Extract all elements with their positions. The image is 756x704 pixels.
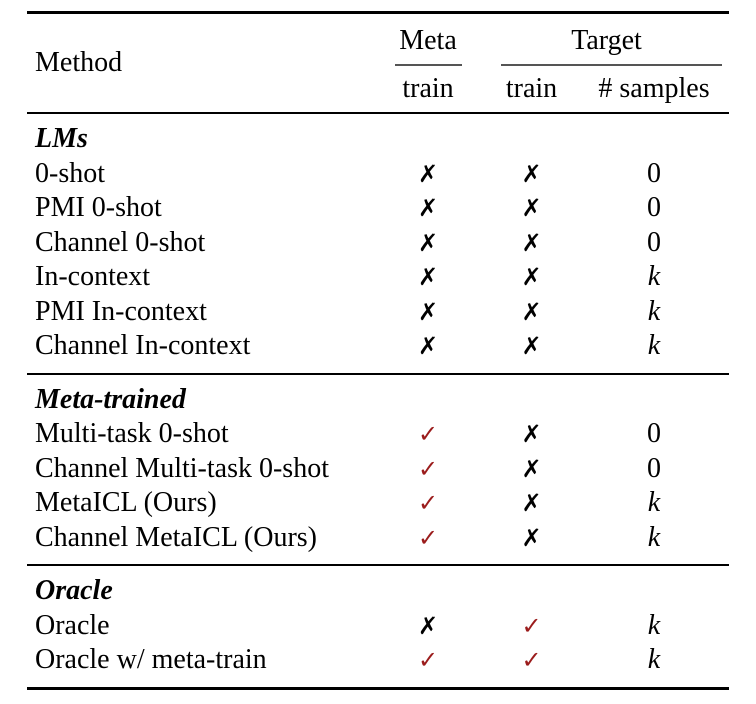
target-train-mark: ✗ <box>521 523 542 552</box>
methods-comparison-table: Method Meta Target train train # samples… <box>27 11 729 690</box>
table-row: Oracle w/ meta-train ✓ ✓ k <box>27 643 729 678</box>
section-title: LMs <box>35 123 88 154</box>
column-header-meta-train: train <box>402 73 454 104</box>
meta-train-mark: ✓ <box>417 454 439 483</box>
table-row: 0-shot ✗ ✗ 0 <box>27 157 729 192</box>
target-train-mark: ✗ <box>521 194 542 222</box>
table-row: Channel 0-shot ✗ ✗ 0 <box>27 226 729 261</box>
table-header: Method Meta Target train train # samples <box>27 14 729 114</box>
target-train-mark: ✓ <box>521 611 542 640</box>
column-group-target: Target <box>571 25 642 56</box>
table-row: PMI In-context ✗ ✗ k <box>27 295 729 330</box>
method-cell: In-context <box>35 261 151 292</box>
section-title: Meta-trained <box>35 383 186 415</box>
section-title: Oracle <box>35 575 113 606</box>
samples-cell: k <box>647 295 661 327</box>
column-header-target-samples: # samples <box>598 73 710 104</box>
method-cell: PMI 0-shot <box>35 192 162 223</box>
meta-train-mark: ✓ <box>417 523 439 552</box>
target-group-rule <box>501 64 722 66</box>
method-cell: Channel In-context <box>35 330 251 361</box>
meta-train-mark: ✗ <box>417 297 439 326</box>
target-train-mark: ✗ <box>521 263 542 291</box>
method-cell: MetaICL (Ours) <box>35 487 217 518</box>
table-row: Channel Multi-task 0-shot ✓ ✗ 0 <box>27 452 729 487</box>
method-cell: Oracle w/ meta-train <box>35 644 267 675</box>
samples-cell: 0 <box>647 226 661 258</box>
meta-train-mark: ✗ <box>417 332 439 360</box>
target-train-mark: ✗ <box>521 159 542 188</box>
table-row: Channel In-context ✗ ✗ k <box>27 329 729 364</box>
samples-cell: k <box>647 609 661 641</box>
table-row: In-context ✗ ✗ k <box>27 260 729 295</box>
section-meta-trained: Meta-trained Multi-task 0-shot ✓ ✗ 0 Cha… <box>27 372 729 565</box>
target-train-mark: ✗ <box>521 420 542 448</box>
method-cell: Channel MetaICL (Ours) <box>35 521 317 553</box>
meta-train-mark: ✗ <box>417 228 439 257</box>
meta-group-rule <box>395 64 462 66</box>
column-group-meta: Meta <box>399 25 457 56</box>
method-cell: 0-shot <box>35 157 105 189</box>
table-row: PMI 0-shot ✗ ✗ 0 <box>27 191 729 226</box>
samples-cell: 0 <box>647 157 661 189</box>
column-header-method: Method <box>35 47 123 78</box>
method-cell: Oracle <box>35 609 110 641</box>
table-row: Multi-task 0-shot ✓ ✗ 0 <box>27 417 729 452</box>
table-row: MetaICL (Ours) ✓ ✗ k <box>27 486 729 521</box>
target-train-mark: ✗ <box>521 228 542 257</box>
target-train-mark: ✗ <box>521 489 542 517</box>
meta-train-mark: ✓ <box>417 420 439 448</box>
table-row: Channel MetaICL (Ours) ✓ ✗ k <box>27 521 729 556</box>
section-lms: LMs 0-shot ✗ ✗ 0 PMI 0-shot ✗ ✗ 0 Channe… <box>27 114 729 373</box>
samples-cell: k <box>647 521 661 553</box>
column-header-target-train: train <box>505 73 558 104</box>
meta-train-mark: ✗ <box>417 159 439 188</box>
meta-train-mark: ✗ <box>417 611 439 640</box>
meta-train-mark: ✓ <box>417 646 439 674</box>
target-train-mark: ✓ <box>521 646 542 674</box>
section-oracle: Oracle Oracle ✗ ✓ k Oracle w/ meta-train… <box>27 564 729 687</box>
samples-cell: k <box>647 644 661 675</box>
method-cell: Channel Multi-task 0-shot <box>35 452 329 484</box>
samples-cell: 0 <box>647 452 661 484</box>
samples-cell: k <box>647 261 661 292</box>
meta-train-mark: ✗ <box>417 263 439 291</box>
target-train-mark: ✗ <box>521 454 542 483</box>
table-row: Oracle ✗ ✓ k <box>27 609 729 644</box>
meta-train-mark: ✓ <box>417 489 439 517</box>
target-train-mark: ✗ <box>521 332 542 360</box>
samples-cell: 0 <box>647 192 661 223</box>
samples-cell: 0 <box>647 418 661 449</box>
method-cell: Channel 0-shot <box>35 226 206 258</box>
method-cell: Multi-task 0-shot <box>35 418 229 449</box>
method-cell: PMI In-context <box>35 295 207 327</box>
meta-train-mark: ✗ <box>417 194 439 222</box>
samples-cell: k <box>647 487 661 518</box>
target-train-mark: ✗ <box>521 297 542 326</box>
samples-cell: k <box>647 330 661 361</box>
